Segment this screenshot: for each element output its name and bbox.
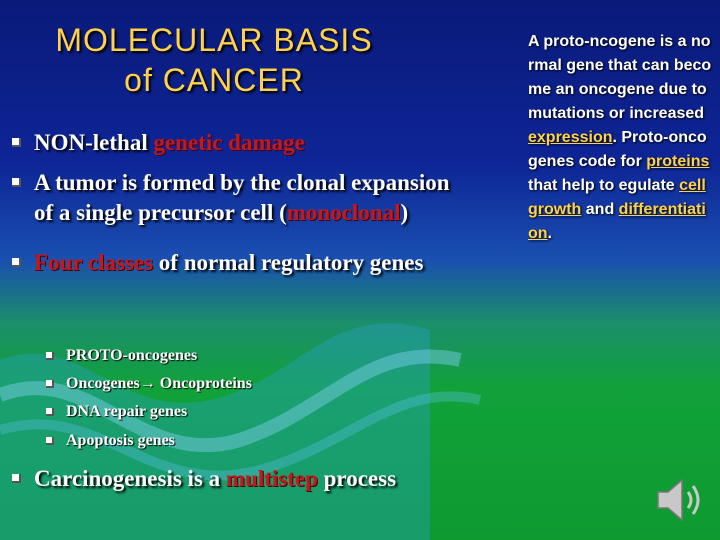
title-line-2: of CANCER [124, 62, 304, 98]
bullet-2-highlight: monoclonal [286, 200, 401, 225]
link-differentiation[interactable]: differentiation [528, 201, 706, 242]
sub-bullet-4: Apoptosis genes [66, 432, 175, 449]
bullet-4-text: Carcinogenesis is a [34, 466, 226, 491]
bullet-3: Four classes of normal regulatory genes [34, 248, 454, 278]
bullet-1: NON-lethal genetic damage [34, 128, 454, 158]
side-note-text-3: that help to egulate [528, 177, 680, 194]
side-note-text-4: and [581, 201, 619, 218]
bullet-4: Carcinogenesis is a multistep process [34, 464, 514, 494]
side-note-text-1: A proto-ncogene is a normal gene that ca… [528, 33, 712, 122]
sub-bullet-2: Oncogenes→ Oncoproteins [66, 375, 252, 392]
bullet-1-highlight: genetic damage [153, 130, 305, 155]
bullet-2: A tumor is formed by the clonal expansio… [34, 168, 454, 228]
square-bullet-icon [12, 138, 21, 147]
bullet-1-text: NON-lethal [34, 130, 154, 155]
side-note: A proto-ncogene is a normal gene that ca… [528, 30, 714, 246]
square-bullet-icon [46, 408, 54, 416]
slide-title: MOLECULAR BASIS of CANCER [14, 20, 414, 100]
square-bullet-icon [46, 380, 54, 388]
bullet-4-highlight: multistep [225, 466, 318, 491]
bullet-3-text: of normal regulatory genes [153, 250, 424, 275]
square-bullet-icon [12, 178, 21, 187]
bullet-4-text-end: process [317, 466, 397, 491]
side-note-text-5: . [547, 225, 552, 242]
speaker-icon[interactable] [652, 472, 708, 528]
square-bullet-icon [12, 474, 21, 483]
title-line-1: MOLECULAR BASIS [55, 22, 373, 58]
square-bullet-icon [46, 437, 54, 445]
bullet-3-highlight: Four classes [34, 250, 154, 275]
bullet-2-text-end: ) [400, 200, 409, 225]
square-bullet-icon [46, 352, 54, 360]
link-expression[interactable]: expression [528, 129, 613, 146]
sub-bullet-3: DNA repair genes [66, 403, 188, 420]
square-bullet-icon [12, 258, 21, 267]
side-note-text-2: . Proto-oncogenes code for [528, 129, 707, 170]
link-cell-growth[interactable]: cell growth [528, 177, 706, 218]
bullet-2-text: A tumor is formed by the clonal expansio… [34, 170, 450, 225]
link-proteins[interactable]: proteins [646, 153, 710, 170]
sub-bullet-1: PROTO-oncogenes [66, 347, 198, 364]
